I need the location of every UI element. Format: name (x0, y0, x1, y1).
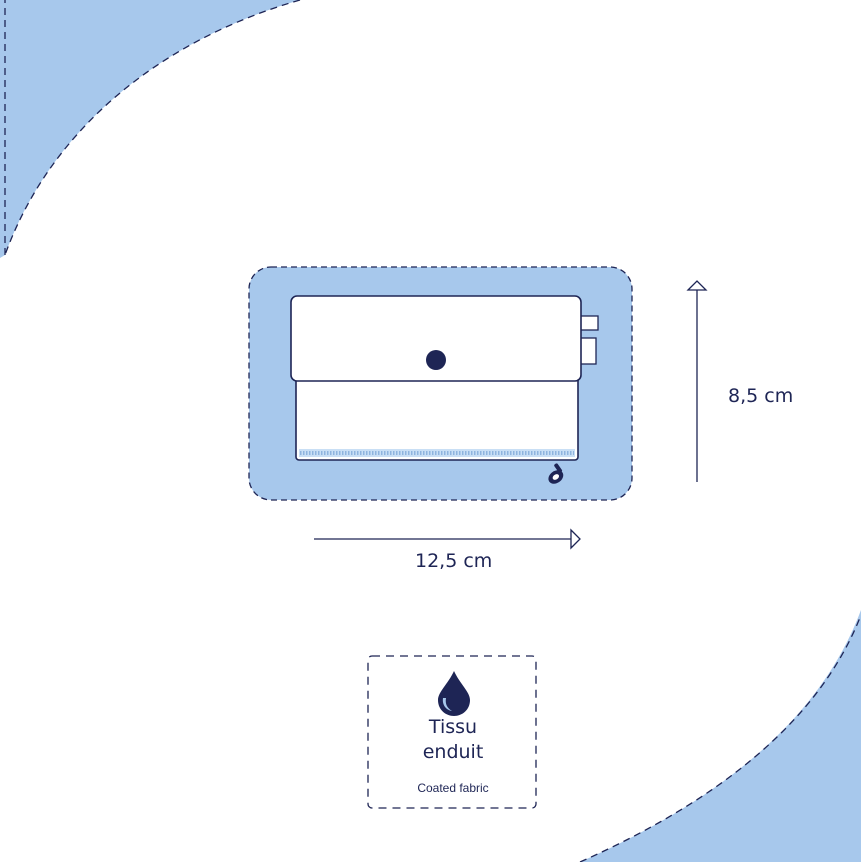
height-dimension-arrow (686, 280, 708, 482)
corner-swoosh-bottom-right (580, 610, 861, 862)
pouch-flap (290, 295, 582, 382)
pouch-card-slot-1 (579, 315, 599, 331)
corner-swoosh-bottom-right-outline (579, 614, 861, 862)
width-dimension-label: 12,5 cm (415, 550, 493, 572)
pouch-illustration (290, 295, 599, 484)
snap-button (426, 350, 446, 370)
height-dimension-label: 8,5 cm (728, 385, 794, 407)
fabric-badge (367, 655, 537, 809)
water-drop-icon (438, 671, 470, 716)
corner-swoosh-top-left-outline (4, 0, 301, 256)
pouch-zipper (299, 449, 575, 457)
corner-swoosh-top-left (0, 0, 300, 258)
width-dimension-arrow (314, 528, 581, 550)
pouch-card-slot-2 (579, 337, 597, 365)
badge-title: Tissu enduit (422, 716, 484, 763)
zipper-pull-icon (548, 463, 564, 484)
badge-subtitle: Coated fabric (417, 781, 489, 795)
